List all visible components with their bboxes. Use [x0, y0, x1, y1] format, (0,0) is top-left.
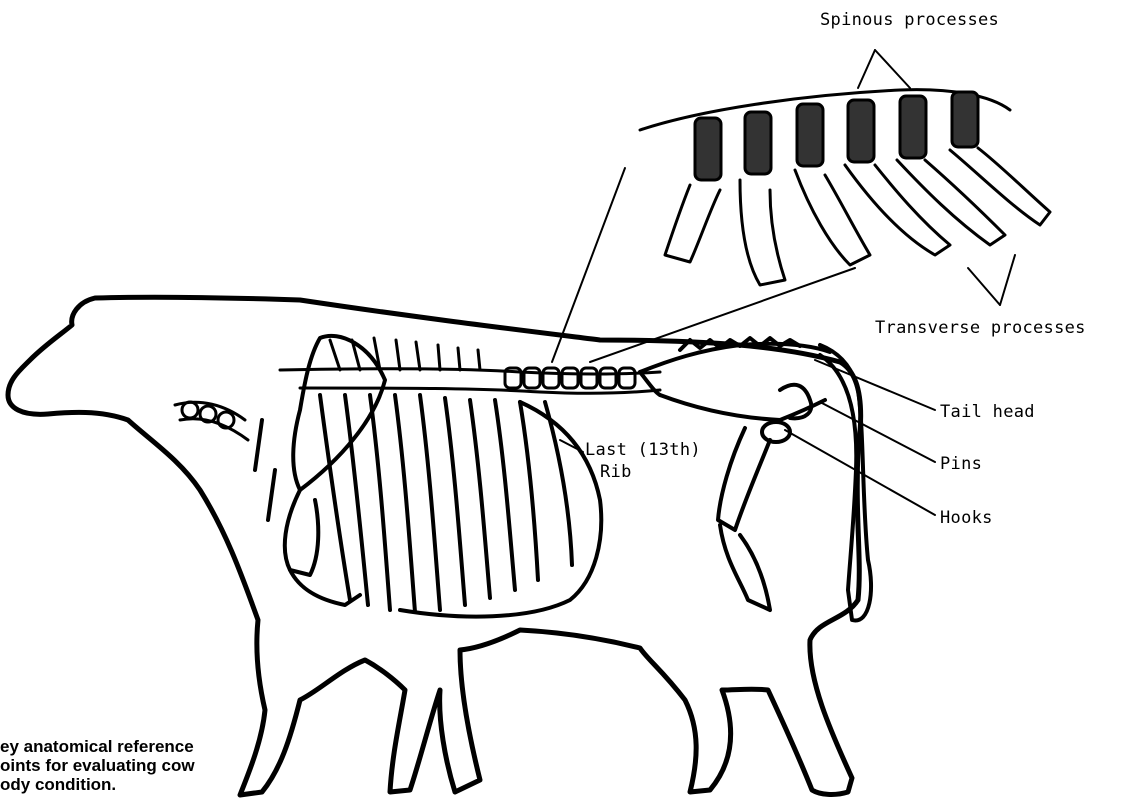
pointer-pins — [820, 402, 935, 462]
caption-line-3: ody condition. — [0, 775, 310, 794]
pointer-transverse-2 — [1000, 255, 1015, 305]
label-spinous-processes: Spinous processes — [820, 10, 999, 30]
hind-leg-bones — [718, 422, 790, 610]
label-hooks: Hooks — [940, 508, 993, 528]
vertebral-column — [280, 338, 660, 393]
figure-caption: ey anatomical reference oints for evalua… — [0, 737, 310, 794]
pointer-tail-head — [815, 360, 935, 410]
caption-line-1: ey anatomical reference — [0, 737, 310, 756]
label-last-rib-line2: Rib — [600, 462, 632, 482]
caption-line-2: oints for evaluating cow — [0, 756, 310, 775]
pelvis — [640, 338, 830, 420]
label-transverse-processes: Transverse processes — [875, 318, 1086, 338]
inset-vertebrae — [640, 90, 1050, 285]
pointer-inset-left — [552, 168, 625, 362]
pointer-spinous-1 — [858, 50, 875, 88]
pointer-transverse-1 — [968, 268, 1000, 305]
label-tail-head: Tail head — [940, 402, 1035, 422]
tail — [820, 345, 871, 620]
pointer-spinous-2 — [875, 50, 910, 88]
neck-vertebrae — [175, 402, 248, 440]
label-last-rib-line1: Last (13th) — [585, 440, 701, 460]
label-pins: Pins — [940, 454, 982, 474]
